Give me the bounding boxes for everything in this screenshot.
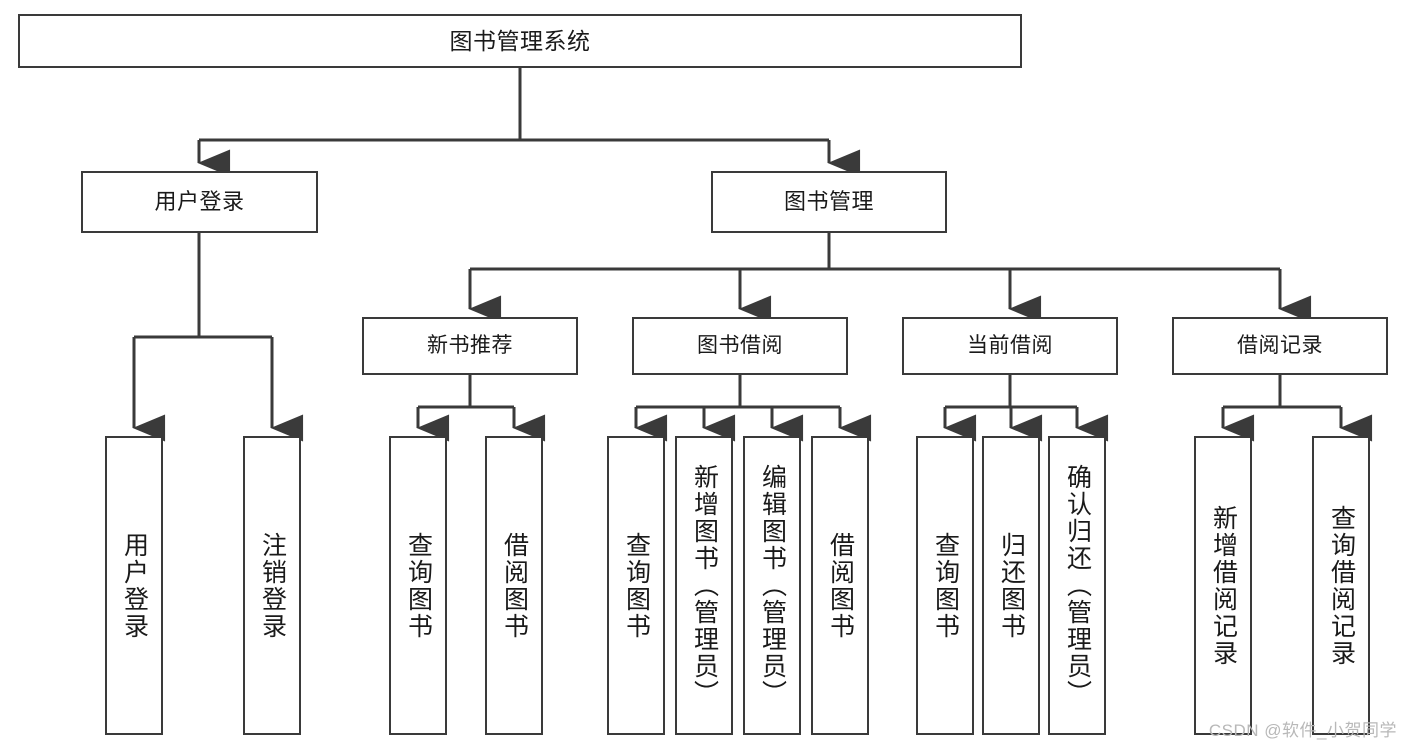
node-leaf-borrow-book-1[interactable]: 借阅图书 xyxy=(485,436,543,735)
node-borrow-record[interactable]: 借阅记录 xyxy=(1172,317,1388,375)
node-leaf-query-book-1[interactable]: 查询图书 xyxy=(389,436,447,735)
node-leaf-confirm-return[interactable]: 确认归还（管理员） xyxy=(1048,436,1106,735)
node-new-book-rec-label: 新书推荐 xyxy=(427,333,513,357)
node-leaf-logout-label: 注销登录 xyxy=(258,531,287,640)
node-leaf-query-record[interactable]: 查询借阅记录 xyxy=(1312,436,1370,735)
node-user-login[interactable]: 用户登录 xyxy=(81,171,318,233)
node-leaf-borrow-book-2-label: 借阅图书 xyxy=(826,531,855,640)
node-leaf-query-record-label: 查询借阅记录 xyxy=(1327,504,1356,667)
node-leaf-query-book-3-label: 查询图书 xyxy=(931,531,960,640)
node-leaf-query-book-2-label: 查询图书 xyxy=(622,531,651,640)
node-leaf-borrow-book-1-label: 借阅图书 xyxy=(500,531,529,640)
node-current-borrow-label: 当前借阅 xyxy=(967,333,1053,357)
node-book-borrow[interactable]: 图书借阅 xyxy=(632,317,848,375)
node-current-borrow[interactable]: 当前借阅 xyxy=(902,317,1118,375)
node-leaf-add-record-label: 新增借阅记录 xyxy=(1209,504,1238,667)
node-leaf-user-login[interactable]: 用户登录 xyxy=(105,436,163,735)
node-leaf-return-book-label: 归还图书 xyxy=(997,531,1026,640)
node-leaf-edit-book[interactable]: 编辑图书（管理员） xyxy=(743,436,801,735)
node-leaf-query-book-2[interactable]: 查询图书 xyxy=(607,436,665,735)
node-leaf-borrow-book-2[interactable]: 借阅图书 xyxy=(811,436,869,735)
node-leaf-return-book[interactable]: 归还图书 xyxy=(982,436,1040,735)
node-book-mgmt[interactable]: 图书管理 xyxy=(711,171,947,233)
node-leaf-add-record[interactable]: 新增借阅记录 xyxy=(1194,436,1252,735)
node-book-borrow-label: 图书借阅 xyxy=(697,333,783,357)
node-root-label: 图书管理系统 xyxy=(449,27,591,54)
node-leaf-add-book-label: 新增图书（管理员） xyxy=(690,464,719,707)
node-borrow-record-label: 借阅记录 xyxy=(1237,333,1323,357)
node-leaf-add-book[interactable]: 新增图书（管理员） xyxy=(675,436,733,735)
node-new-book-rec[interactable]: 新书推荐 xyxy=(362,317,578,375)
node-book-mgmt-label: 图书管理 xyxy=(783,189,874,215)
node-leaf-edit-book-label: 编辑图书（管理员） xyxy=(758,464,787,707)
node-leaf-query-book-3[interactable]: 查询图书 xyxy=(916,436,974,735)
node-user-login-label: 用户登录 xyxy=(154,189,245,215)
node-root[interactable]: 图书管理系统 xyxy=(18,14,1022,68)
node-leaf-logout[interactable]: 注销登录 xyxy=(243,436,301,735)
node-leaf-confirm-return-label: 确认归还（管理员） xyxy=(1063,464,1092,707)
node-leaf-user-login-label: 用户登录 xyxy=(120,531,149,640)
node-leaf-query-book-1-label: 查询图书 xyxy=(404,531,433,640)
